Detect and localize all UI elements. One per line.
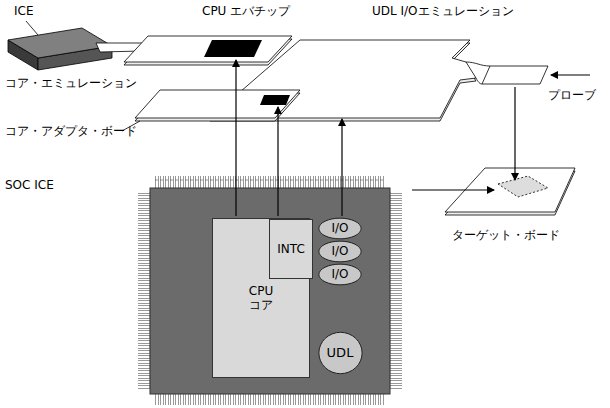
chip-footprint — [498, 176, 548, 197]
node-text: I/O — [331, 221, 348, 235]
part-label: SOC ICE — [5, 178, 54, 192]
probe-cable — [476, 78, 482, 84]
node-text: I/O — [331, 267, 348, 281]
pins-right — [390, 192, 402, 390]
part-label: コア・エミュレーション — [5, 76, 137, 90]
node-text: I/O — [331, 244, 348, 258]
io-ellipse: I/O — [318, 263, 362, 286]
arrow — [412, 189, 494, 190]
io-ellipse: I/O — [318, 217, 362, 240]
adapter-board — [135, 90, 300, 118]
probe-cable — [466, 62, 490, 66]
ellipse-shape — [319, 218, 361, 239]
pins-left — [138, 192, 150, 390]
cpu-core-block: CPU コア INTC — [212, 218, 310, 378]
intc-block: INTC — [269, 219, 313, 279]
leader-line — [26, 21, 38, 35]
pins-bottom — [155, 394, 385, 405]
part-label: CPU エバチップ — [202, 4, 290, 18]
part-label: コア・アダプタ・ボード — [5, 124, 137, 138]
part-label: プローブ — [548, 88, 596, 102]
chip-body — [150, 188, 390, 394]
node-text: UDL — [327, 345, 354, 361]
part-label: ターゲット・ボード — [452, 228, 560, 242]
arrow — [235, 60, 236, 216]
arrow — [277, 107, 278, 216]
evachip-board — [124, 36, 292, 62]
probe — [482, 66, 548, 84]
node-text: INTC — [277, 242, 305, 256]
arrow — [551, 74, 590, 75]
evachip — [204, 40, 262, 57]
pins-top — [155, 176, 385, 188]
io-ellipse: I/O — [318, 240, 362, 263]
ellipse-shape — [318, 332, 361, 373]
part-label: UDL I/Oエミュレーション — [372, 4, 514, 18]
ellipse-shape — [319, 264, 361, 285]
part-label: ICE — [14, 4, 34, 18]
arrow — [514, 87, 515, 180]
udl-ellipse: UDL — [318, 330, 363, 376]
adapter-chip — [260, 95, 290, 105]
arrow — [341, 119, 342, 216]
ellipse-shape — [319, 241, 361, 262]
node-text: CPU コア — [242, 284, 280, 313]
